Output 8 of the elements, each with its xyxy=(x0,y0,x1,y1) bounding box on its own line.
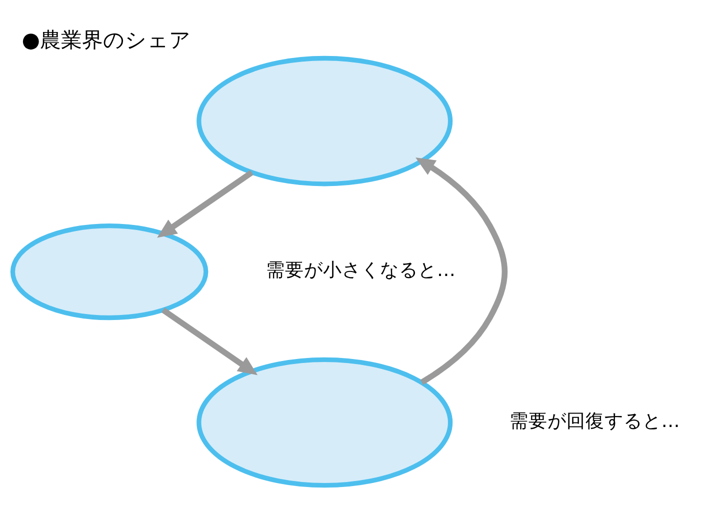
diagram-title: ●農業界のシェア xyxy=(22,28,192,52)
label: 需要が小さくなると… xyxy=(266,260,456,281)
node-ellipse xyxy=(10,223,208,320)
label: 需要が回復すると… xyxy=(509,410,680,432)
arrow xyxy=(416,156,508,384)
arrow xyxy=(161,307,258,375)
node-ellipse xyxy=(196,55,453,186)
arrow xyxy=(157,170,254,238)
